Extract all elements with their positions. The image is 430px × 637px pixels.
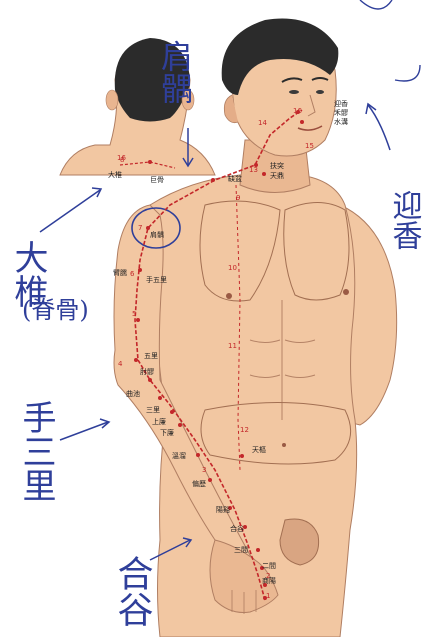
label-sanli: 三里: [146, 406, 160, 414]
label-shuigou: 水溝: [334, 117, 348, 126]
label-num-16: 16: [293, 107, 302, 115]
label-shanglian: 上廉: [152, 417, 166, 426]
label-num-14: 14: [258, 119, 267, 127]
label-num-4: 4: [118, 360, 123, 368]
label-num-8: 8: [120, 156, 124, 164]
label-xialian: 下廉: [160, 428, 174, 437]
note-shousanli: 手三里: [16, 400, 56, 502]
label-num-6: 6: [130, 270, 135, 278]
label-tianshu: 天樞: [252, 445, 266, 454]
main-figure: [40, 0, 420, 637]
label-num-2: 2: [266, 572, 270, 580]
note-jianyu: 肩髃: [156, 40, 194, 104]
label-num-11: 11: [228, 342, 237, 350]
label-quepen: 缺盆: [228, 174, 242, 183]
label-num-9: 9: [236, 194, 240, 202]
label-sanjian: 三間: [234, 546, 248, 554]
label-back-juegu: 巨骨: [150, 176, 164, 184]
label-num-10: 10: [228, 264, 237, 272]
label-num-7: 7: [138, 224, 142, 232]
note-dazhui-spine: (脊骨): [22, 296, 89, 324]
label-zhouliao: 肘髎: [140, 367, 154, 376]
label-num-5: 5: [132, 310, 136, 318]
label-num-1: 1: [266, 592, 270, 600]
note-yingxiang: 迎香: [387, 190, 422, 250]
label-num-12: 12: [240, 426, 249, 434]
label-wenliu: 溫溜: [172, 451, 186, 460]
label-hegu: 合谷: [230, 524, 244, 533]
label-num-13: 13: [249, 166, 258, 174]
label-erjian: 二間: [262, 562, 276, 570]
label-num-15: 15: [305, 142, 314, 150]
label-binao: 臂臑: [113, 268, 127, 277]
label-yingxiang: 迎香: [334, 99, 348, 108]
label-shouwuli: 手五里: [146, 275, 167, 284]
label-pianli: 偏歷: [192, 479, 206, 488]
label-back-dazhui: 大椎: [108, 170, 122, 179]
label-quchi: 曲池: [126, 389, 140, 398]
label-futu: 扶突: [270, 161, 284, 170]
label-tianding: 天鼎: [270, 172, 284, 180]
label-jianyu: 肩髃: [150, 230, 164, 239]
label-yangxi: 陽谿: [216, 505, 230, 514]
label-wuli: 五里: [144, 352, 158, 360]
note-hegu: 合谷: [112, 555, 153, 627]
label-num-3: 3: [202, 466, 206, 474]
label-heliao: 禾髎: [334, 109, 348, 117]
